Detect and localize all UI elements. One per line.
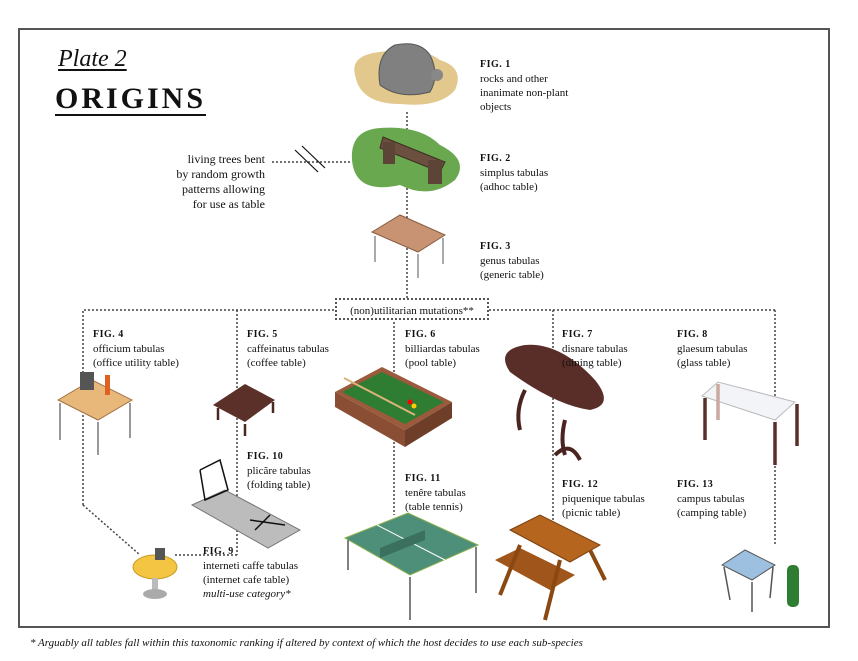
label-text: FIG. 13 — [677, 479, 714, 490]
label-text: FIG. 10 — [247, 451, 284, 462]
label-text: FIG. 2 — [480, 153, 511, 164]
label-text: FIG. 3 — [480, 241, 511, 252]
fig-7-label: FIG. 7 disnare tabulas (dining table) — [562, 328, 628, 370]
fig-1-label: FIG. 1 rocks and other inanimate non-plant… — [480, 58, 568, 114]
label-text: (table tennis) — [405, 501, 463, 513]
dining-table-illustration — [505, 344, 604, 461]
label-text: FIG. 7 — [562, 329, 593, 340]
side-note: living trees bent by random growth patte… — [150, 152, 265, 212]
office-table-illustration — [56, 372, 134, 455]
rock-illustration — [354, 43, 458, 105]
label-text: officium tabulas — [93, 343, 165, 355]
label-text: caffeinatus tabulas — [247, 343, 329, 355]
label-text: (generic table) — [480, 269, 544, 281]
glass-table-illustration — [701, 381, 799, 465]
fig-10-label: FIG. 10 plicãre tabulas (folding table) — [247, 450, 311, 492]
label-text: (folding table) — [247, 479, 311, 491]
cafe-table-illustration — [132, 548, 178, 599]
label-text: rocks and other — [480, 73, 548, 85]
label-text: FIG. 9 — [203, 546, 234, 557]
label-text: simplus tabulas — [480, 167, 549, 179]
side-note-line: by random growth — [176, 167, 265, 181]
label-text: (coffee table) — [247, 357, 306, 369]
camping-table-illustration — [720, 549, 799, 612]
fig-13-label: FIG. 13 campus tabulas (camping table) — [677, 478, 746, 520]
label-text: objects — [480, 101, 512, 113]
label-text: FIG. 6 — [405, 329, 436, 340]
label-text: FIG. 5 — [247, 329, 278, 340]
picnic-table-illustration — [495, 514, 607, 621]
break-mark-icon — [294, 145, 326, 173]
label-text: (pool table) — [405, 357, 457, 369]
plate-number: Plate 2 — [58, 46, 127, 72]
label-text: FIG. 4 — [93, 329, 124, 340]
fig-6-label: FIG. 6 billiardas tabulas (pool table) — [405, 328, 480, 370]
label-text: (glass table) — [677, 357, 731, 369]
label-text: glaesum tabulas — [677, 343, 748, 355]
label-text: multi-use category* — [203, 588, 291, 600]
page-title: ORIGINS — [55, 82, 207, 116]
plate-frame — [18, 28, 830, 628]
label-text: piquenique tabulas — [562, 493, 645, 505]
label-text: billiardas tabulas — [405, 343, 480, 355]
side-note-line: living trees bent — [187, 152, 265, 166]
fig-11-label: FIG. 11 tenêre tabulas (table tennis) — [405, 472, 466, 514]
label-text: inanimate non-plant — [480, 87, 569, 99]
label-text: FIG. 1 — [480, 59, 511, 70]
mutations-box: (non)utilitarian mutations** — [335, 298, 489, 320]
label-text: disnare tabulas — [562, 343, 628, 355]
fig-2-label: FIG. 2 simplus tabulas (adhoc table) — [480, 152, 548, 194]
folding-table-illustration — [190, 458, 302, 549]
label-text: FIG. 12 — [562, 479, 599, 490]
label-text: interneti caffe tabulas — [203, 560, 299, 572]
side-note-line: for use as table — [192, 197, 265, 211]
fig-3-label: FIG. 3 genus tabulas (generic table) — [480, 240, 544, 282]
label-text: (camping table) — [677, 507, 747, 519]
label-text: tenêre tabulas — [405, 487, 466, 499]
label-text: (office utility table) — [93, 357, 179, 369]
pool-table-illustration — [335, 367, 452, 447]
fig-8-label: FIG. 8 glaesum tabulas (glass table) — [677, 328, 748, 370]
label-text: (picnic table) — [562, 507, 621, 519]
footnote: * Arguably all tables fall within this t… — [30, 637, 583, 649]
label-text: (adhoc table) — [480, 181, 538, 193]
fig-12-label: FIG. 12 piquenique tabulas (picnic table) — [562, 478, 645, 520]
fig-9-label: FIG. 9 interneti caffe tabulas (internet c… — [203, 545, 298, 601]
fig-4-label: FIG. 4 officium tabulas (office utility ta… — [93, 328, 179, 370]
generic-table-illustration — [370, 214, 447, 278]
label-text: campus tabulas — [677, 493, 745, 505]
label-text: FIG. 11 — [405, 473, 441, 484]
side-note-line: patterns allowing — [182, 182, 265, 196]
label-text: FIG. 8 — [677, 329, 708, 340]
label-text: (internet cafe table) — [203, 574, 290, 586]
coffee-table-illustration — [213, 384, 275, 436]
table-tennis-illustration — [343, 512, 480, 620]
label-text: plicãre tabulas — [247, 465, 311, 477]
fig-5-label: FIG. 5 caffeinatus tabulas (coffee table) — [247, 328, 329, 370]
tree-table-illustration — [351, 127, 460, 192]
label-text: (dining table) — [562, 357, 622, 369]
label-text: genus tabulas — [480, 255, 540, 267]
